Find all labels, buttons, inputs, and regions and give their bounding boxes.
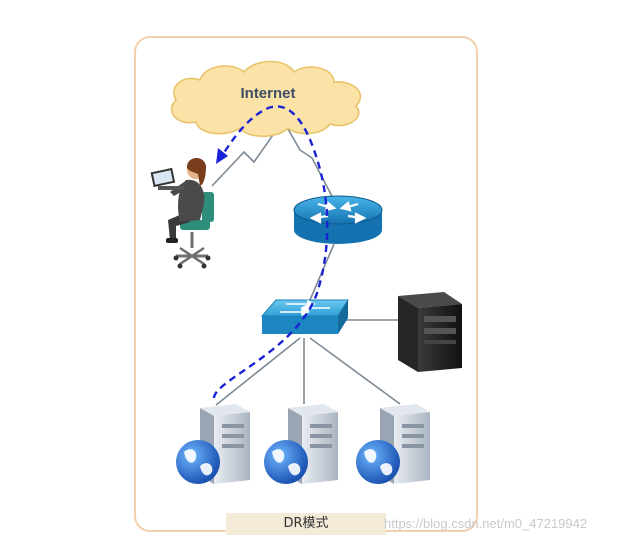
switch-server1-link xyxy=(215,337,301,406)
dashed-path-arrowhead xyxy=(216,148,228,164)
real-server-2 xyxy=(264,404,338,484)
router-icon xyxy=(293,195,383,244)
network-links xyxy=(211,121,401,406)
watermark-text: https://blog.csdn.net/m0_47219942 xyxy=(384,516,588,531)
internet-label: Internet xyxy=(240,85,295,102)
switch-icon xyxy=(260,299,349,334)
server-with-globe-icon xyxy=(264,404,338,484)
switch-server3-link xyxy=(309,337,401,405)
client-internet-link xyxy=(211,121,283,187)
internet-cloud-icon: Internet xyxy=(170,60,362,138)
real-server-3 xyxy=(356,404,430,484)
diagram-caption: DR模式 xyxy=(226,513,386,535)
dashed-request-response-path xyxy=(212,105,329,399)
real-server-1 xyxy=(176,404,250,484)
server-with-globe-icon xyxy=(356,404,430,484)
dr-traffic-path xyxy=(212,105,329,399)
user-with-laptop-icon xyxy=(150,157,214,269)
dark-server-icon xyxy=(398,292,462,372)
server-with-globe-icon xyxy=(176,404,250,484)
